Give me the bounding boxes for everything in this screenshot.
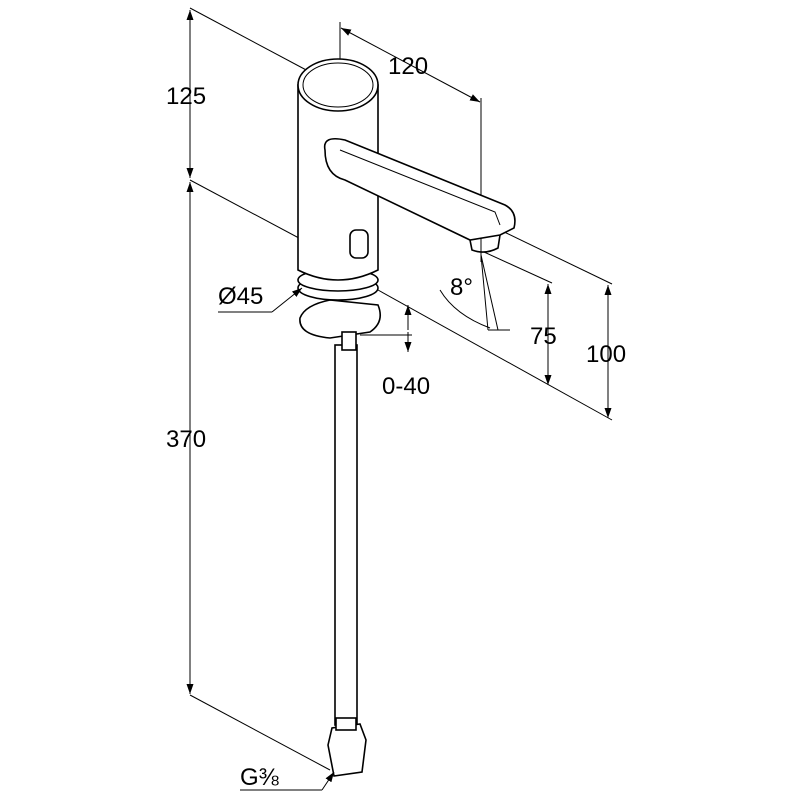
- height-dimensions: [377, 229, 613, 421]
- thread-g38-label: G⅜: [240, 764, 280, 791]
- diameter-45-label: Ø45: [218, 283, 263, 310]
- faucet-body: [297, 58, 516, 777]
- dimension-125-label: 125: [166, 83, 206, 110]
- dimension-370-label: 370: [166, 426, 206, 453]
- dimension-75-label: 75: [530, 323, 557, 350]
- clamp-range-dimension: [360, 305, 412, 352]
- clamp-range-label: 0-40: [382, 373, 430, 400]
- vertical-dimension-line: [186, 7, 331, 771]
- dimension-100-label: 100: [586, 341, 626, 368]
- angle-8-label: 8°: [450, 274, 473, 301]
- dimension-120-label: 120: [388, 53, 428, 80]
